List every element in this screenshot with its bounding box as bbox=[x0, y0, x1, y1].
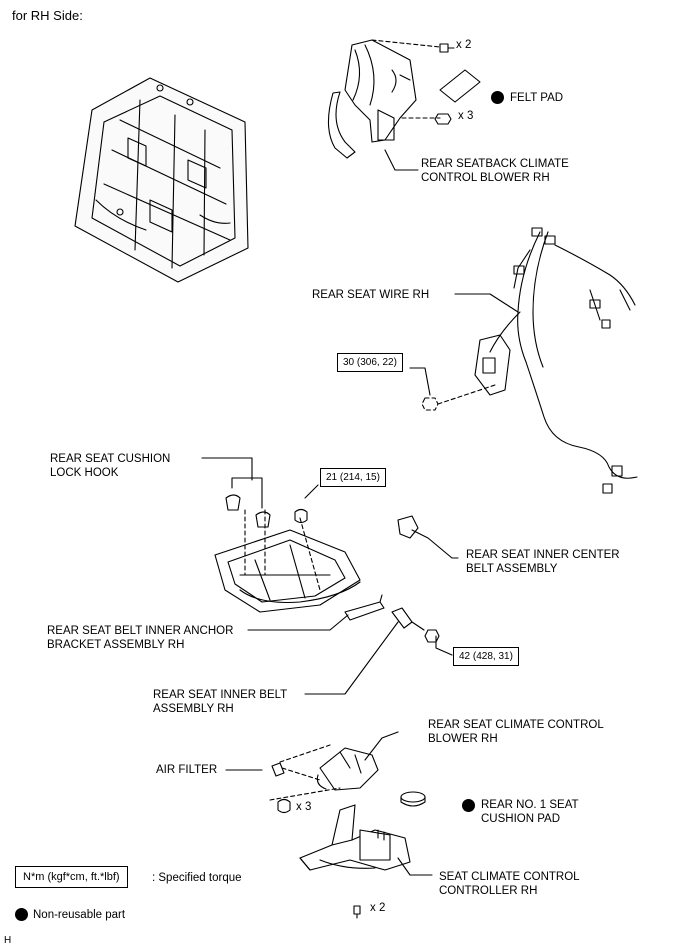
legend-nonreusable-marker bbox=[15, 908, 28, 921]
legend-torque-unit: N*m (kgf*cm, ft.*lbf) bbox=[15, 866, 128, 888]
torque-box-21: 21 (214, 15) bbox=[320, 468, 386, 487]
label-cushion-blower: REAR SEAT CLIMATE CONTROL BLOWER RH bbox=[428, 719, 604, 745]
quantity-x2-bottom: x 2 bbox=[370, 902, 386, 914]
non-reusable-marker-felt-pad bbox=[491, 91, 504, 104]
seatback-frame-drawing bbox=[74, 77, 249, 283]
seatback-blower-drawing bbox=[327, 39, 441, 159]
quantity-x2-top: x 2 bbox=[456, 39, 472, 51]
label-inner-center-belt: REAR SEAT INNER CENTER BELT ASSEMBLY bbox=[466, 549, 620, 575]
wire-harness-drawing bbox=[474, 227, 638, 494]
controller-drawing bbox=[299, 804, 411, 871]
felt-pad-drawing bbox=[439, 69, 481, 103]
non-reusable-marker-cushion-pad bbox=[462, 799, 475, 812]
page-header: for RH Side: bbox=[12, 8, 83, 23]
label-inner-belt: REAR SEAT INNER BELT ASSEMBLY RH bbox=[153, 689, 288, 715]
label-anchor-bracket: REAR SEAT BELT INNER ANCHOR BRACKET ASSE… bbox=[47, 625, 234, 651]
quantity-x3-top: x 3 bbox=[458, 110, 474, 122]
label-controller: SEAT CLIMATE CONTROL CONTROLLER RH bbox=[439, 871, 580, 897]
label-cushion-lock-hook: REAR SEAT CUSHION LOCK HOOK bbox=[50, 453, 171, 479]
cushion-blower-drawing bbox=[316, 731, 399, 791]
legend-torque-desc: : Specified torque bbox=[152, 872, 242, 884]
torque-box-30: 30 (306, 22) bbox=[337, 353, 403, 372]
legend-nonreusable-text: Non-reusable part bbox=[33, 909, 126, 921]
label-cushion-pad: REAR NO. 1 SEAT CUSHION PAD bbox=[481, 799, 579, 825]
label-air-filter: AIR FILTER bbox=[156, 764, 218, 776]
label-seatback-blower: REAR SEATBACK CLIMATE CONTROL BLOWER RH bbox=[421, 158, 569, 184]
footer-code: H bbox=[4, 935, 12, 946]
label-rear-seat-wire: REAR SEAT WIRE RH bbox=[312, 289, 430, 301]
seat-cushion-frame-drawing bbox=[214, 509, 361, 613]
label-felt-pad: FELT PAD bbox=[510, 92, 564, 104]
quantity-x3-bottom: x 3 bbox=[296, 801, 312, 813]
torque-box-42: 42 (428, 31) bbox=[453, 647, 519, 666]
